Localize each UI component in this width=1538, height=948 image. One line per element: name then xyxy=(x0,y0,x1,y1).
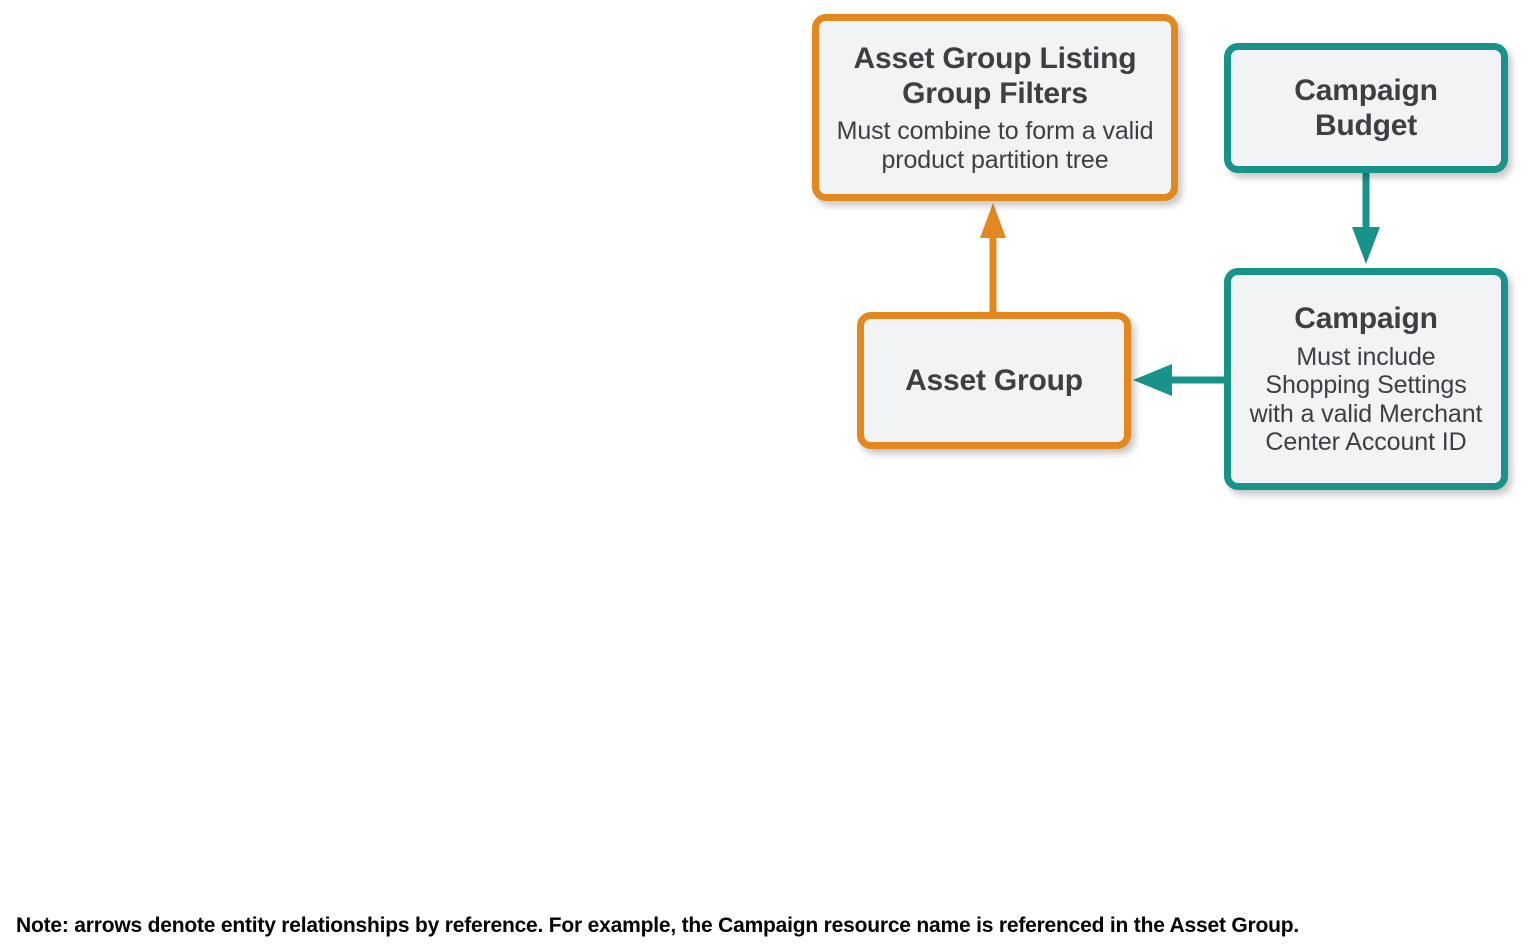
diagram-footnote: Note: arrows denote entity relationships… xyxy=(16,914,1299,937)
node-asset-group[interactable]: Asset Group xyxy=(857,312,1131,449)
arrow-asset-group-to-listing-group-filters xyxy=(980,203,1006,312)
node-title: Campaign xyxy=(1294,302,1438,336)
node-note: Must include Shopping Settings with a va… xyxy=(1249,342,1483,457)
node-campaign-budget[interactable]: Campaign Budget xyxy=(1224,43,1508,173)
node-title: Campaign Budget xyxy=(1294,73,1438,142)
arrow-campaign-budget-to-campaign xyxy=(1352,173,1380,264)
node-title: Asset Group xyxy=(905,363,1083,397)
node-campaign[interactable]: Campaign Must include Shopping Settings … xyxy=(1224,268,1508,490)
node-title: Asset Group Listing Group Filters xyxy=(853,41,1137,110)
node-note: Must combine to form a valid product par… xyxy=(836,117,1154,174)
arrow-campaign-to-asset-group xyxy=(1133,364,1224,396)
node-asset-group-listing-group-filters[interactable]: Asset Group Listing Group Filters Must c… xyxy=(812,14,1178,201)
